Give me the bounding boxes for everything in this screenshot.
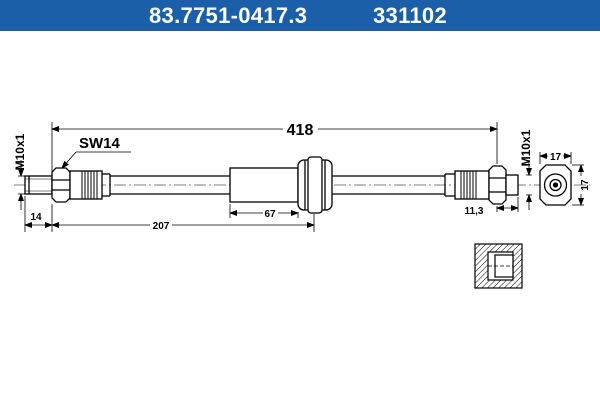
wrench-size-label: SW14: [79, 135, 121, 152]
left-hex-nut: [51, 167, 71, 203]
end-view: [539, 164, 572, 206]
right-offset-label: 11,3: [465, 206, 484, 217]
right-thread-label: M10x1: [519, 129, 533, 166]
dimension-lines: [18, 122, 584, 232]
right-hex-nut: [488, 165, 507, 205]
total-length-label: 418: [287, 122, 314, 139]
right-crimp-grooves: [460, 171, 477, 199]
right-crimp-sleeve: [454, 170, 490, 200]
left-offset-label: 14: [30, 212, 42, 223]
title-bar: 83.7751-0417.3 331102: [0, 0, 600, 31]
brake-hose: [14, 156, 590, 214]
sleeve-length-label: 67: [264, 209, 276, 220]
end-height-label: 17: [580, 179, 591, 191]
reference-number: 331102: [373, 3, 447, 28]
section-detail: [474, 243, 523, 289]
center-grommet: [297, 156, 333, 214]
part-number: 83.7751-0417.3: [149, 3, 308, 28]
left-crimp-grooves: [81, 171, 98, 199]
right-female-end: [505, 174, 519, 196]
end-width-label: 17: [550, 152, 562, 163]
sleeve-position-label: 207: [153, 221, 170, 232]
protective-sleeve: [229, 167, 299, 203]
left-thread-label: M10x1: [13, 133, 27, 170]
technical-drawing: 418 SW14 M10x1 14 207 67 11,3 M10x1 17 1…: [13, 122, 591, 289]
